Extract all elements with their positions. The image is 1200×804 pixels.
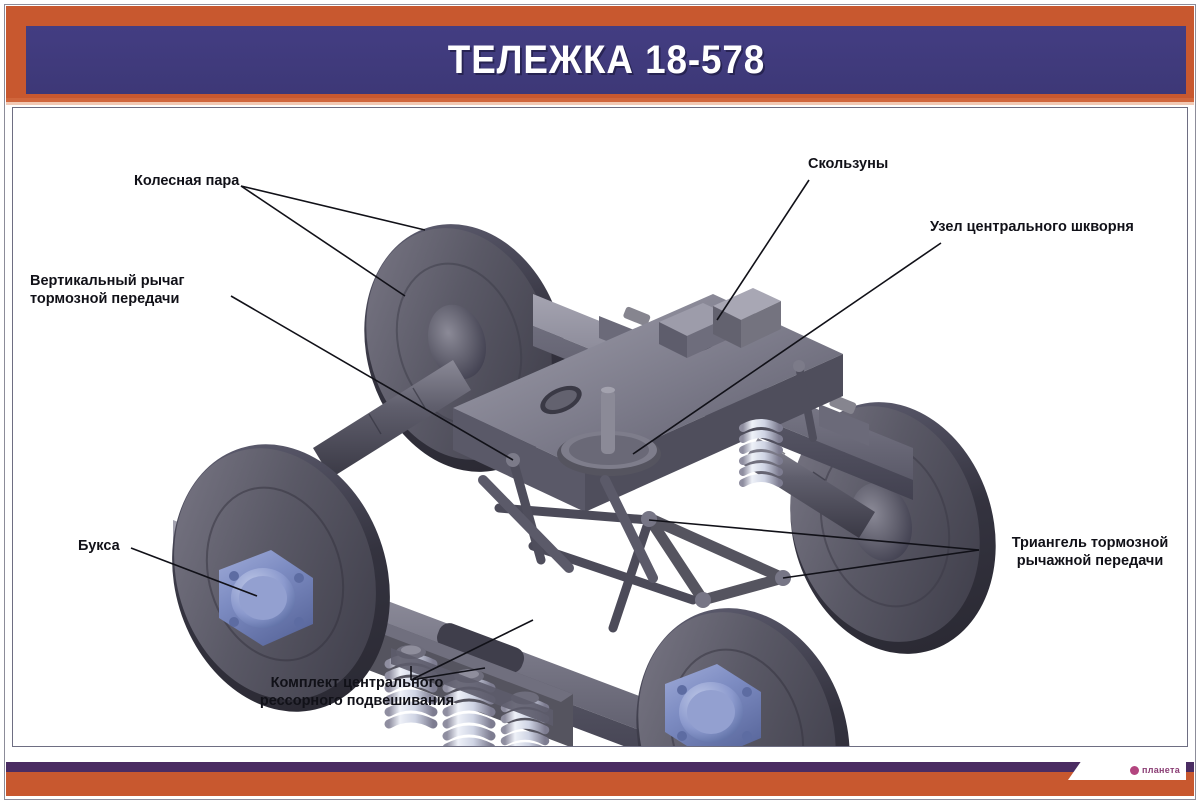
triangle-joint (695, 592, 711, 608)
triangle-joint (641, 511, 657, 527)
callout-label-wheelset: Колесная пара (134, 173, 240, 189)
axle-box-right (665, 664, 761, 746)
triangle-joint (775, 570, 791, 586)
callout-label-center-pivot: Узел центрального шкворня (930, 219, 1134, 235)
callout-label-axle-box: Букса (78, 538, 120, 554)
poster-header-inner: ТЕЛЕЖКА 18-578 (26, 26, 1186, 94)
frame-struts (478, 475, 658, 583)
poster-header-band: ТЕЛЕЖКА 18-578 (6, 6, 1194, 98)
brand-dot-icon (1130, 765, 1139, 775)
header-separator-light (6, 102, 1194, 105)
header-separator-orange (6, 98, 1194, 102)
callout-label-brake-triangle: Триангель тормозной рычажной передачи (1011, 535, 1169, 570)
brand-logo: планета (1068, 760, 1186, 780)
illustration-area (12, 107, 1188, 747)
page-title: ТЕЛЕЖКА 18-578 (447, 37, 765, 82)
callout-label-spring-set: Комплект центрального рессорного подвеши… (259, 675, 455, 710)
bogie-illustration (172, 224, 996, 746)
callout-label-side-bearings: Скользуны (808, 156, 889, 172)
callout-label-vertical-lever: Вертикальный рычаг тормозной передачи (30, 273, 185, 308)
vertical-brake-lever-left (508, 455, 546, 565)
footer-band-orange (6, 772, 1194, 796)
footer-band-purple (6, 762, 1194, 772)
brand-label: планета (1142, 765, 1180, 775)
